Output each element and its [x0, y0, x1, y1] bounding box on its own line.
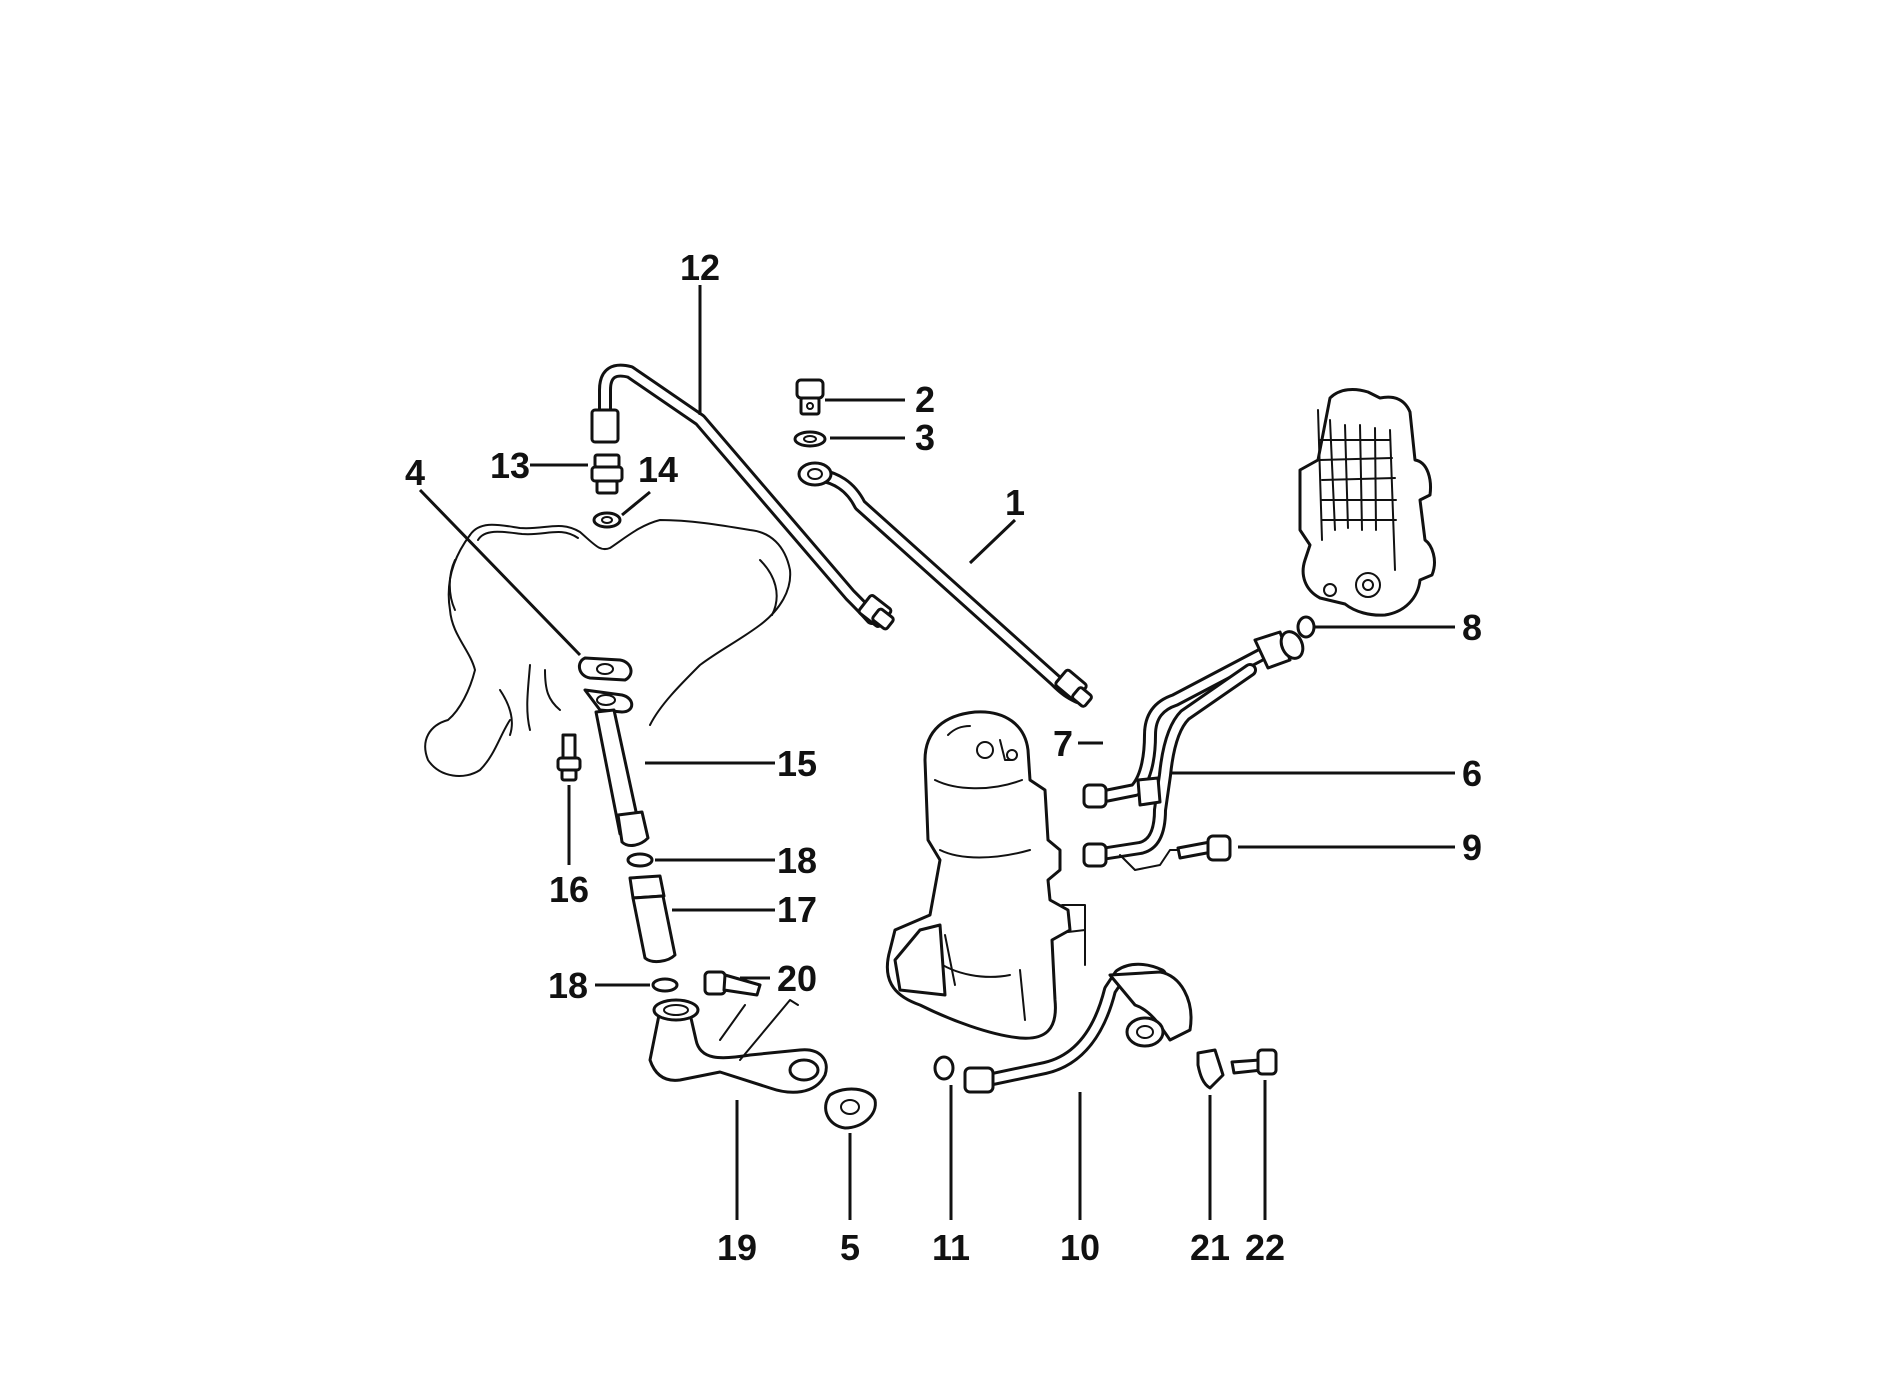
part-2-banjo-bolt — [795, 378, 825, 416]
callout-10: 10 — [1060, 1227, 1100, 1268]
callout-8: 8 — [1462, 607, 1482, 648]
part-12-oil-pipe — [590, 363, 895, 631]
part-20-bolt — [703, 970, 762, 997]
callout-15: 15 — [777, 743, 817, 784]
callout-20: 20 — [777, 958, 817, 999]
part-21-clip — [1196, 1048, 1225, 1090]
part-18-o-ring-lower — [651, 977, 679, 993]
callout-18-upper: 18 — [777, 840, 817, 881]
part-22-bolt — [1230, 1048, 1278, 1076]
engine-housing-outline — [424, 519, 792, 777]
callout-19: 19 — [717, 1227, 757, 1268]
oil-pump-body — [885, 710, 1086, 1040]
callout-17: 17 — [777, 889, 817, 930]
leader-lines — [418, 285, 1455, 1220]
callout-21: 21 — [1190, 1227, 1230, 1268]
part-8-o-ring — [1296, 615, 1316, 639]
callout-7: 7 — [1053, 723, 1073, 764]
part-19-oil-pickup — [648, 998, 828, 1094]
part-13-union-fitting — [590, 453, 624, 495]
part-15-pipe-flange — [583, 688, 650, 847]
callout-3: 3 — [915, 417, 935, 458]
callout-labels: 12 2 3 1 13 14 4 15 16 18 17 18 20 19 5 … — [405, 247, 1482, 1268]
callout-22: 22 — [1245, 1227, 1285, 1268]
leader-4 — [418, 488, 582, 657]
leader-1 — [968, 518, 1017, 565]
part-11-o-ring — [933, 1055, 955, 1081]
part-6-oil-pipe — [1082, 630, 1305, 871]
part-14-washer — [592, 511, 622, 529]
callout-4: 4 — [405, 452, 425, 493]
callout-6: 6 — [1462, 753, 1482, 794]
callout-11: 11 — [932, 1227, 970, 1268]
part-16-bolt — [556, 733, 582, 782]
part-17-sleeve — [628, 874, 677, 964]
part-9-bolt — [1176, 834, 1232, 862]
callout-16: 16 — [549, 869, 589, 910]
part-1-oil-pipe — [797, 461, 1093, 708]
part-4-gasket — [577, 656, 633, 682]
callout-2: 2 — [915, 379, 935, 420]
part-3-washer — [793, 430, 827, 448]
callout-5: 5 — [840, 1227, 860, 1268]
leader-14 — [621, 490, 651, 517]
callout-1: 1 — [1005, 482, 1025, 523]
part-18-o-ring-upper — [626, 852, 654, 868]
callout-13: 13 — [490, 445, 530, 486]
part-5-gasket — [824, 1087, 877, 1130]
part-10-oil-pipe — [963, 919, 1193, 1094]
callout-12: 12 — [680, 247, 720, 288]
callout-9: 9 — [1462, 827, 1482, 868]
filter-housing — [1298, 388, 1436, 617]
callout-14: 14 — [638, 449, 678, 490]
callout-18-lower: 18 — [548, 965, 588, 1006]
